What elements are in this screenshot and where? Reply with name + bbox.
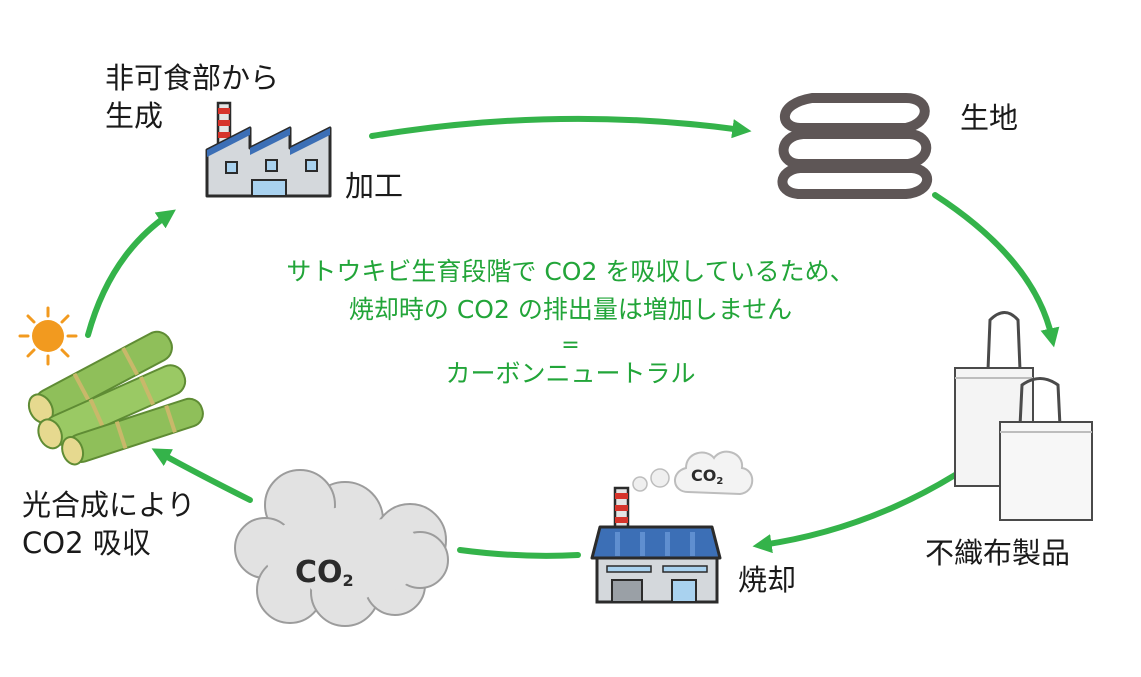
label-source: 非可食部から 生成 [105, 61, 280, 133]
sun-icon [18, 306, 78, 366]
incinerator-icon [590, 468, 722, 604]
arrow-fabric-to-product [932, 192, 1060, 348]
arrow-process-to-fabric [369, 115, 752, 139]
center-equals: = [561, 333, 580, 358]
center-line-2: 焼却時の CO2 の排出量は増加しません [348, 295, 793, 324]
label-fabric: 生地 [960, 101, 1019, 135]
arrow-incineration-to-co2 [457, 547, 581, 559]
label-incineration: 焼却 [738, 563, 797, 597]
factory-icon [205, 101, 332, 198]
fabric-stack-icon [777, 93, 933, 199]
arrow-co2-to-cane [151, 448, 253, 503]
co2-small-cloud-icon: CO2 [674, 450, 754, 496]
center-line-3: カーボンニュートラル [445, 359, 696, 388]
label-photosynthesis: 光合成により CO2 吸収 [22, 488, 196, 560]
tote-bags-icon [954, 311, 1093, 521]
co2-cloud-icon: CO2 [234, 469, 449, 627]
sugarcane-icon [27, 330, 204, 466]
cycle-arrows [85, 115, 1060, 559]
arrow-product-to-incineration [752, 472, 958, 554]
arrow-cane-to-process [85, 209, 176, 338]
label-process: 加工 [345, 169, 404, 203]
label-product: 不織布製品 [925, 536, 1071, 570]
co2-small-label: CO2 [691, 466, 723, 487]
center-line-1: サトウキビ生育段階で CO2 を吸収しているため、 [286, 257, 855, 286]
co2-big-label: CO2 [295, 555, 354, 590]
